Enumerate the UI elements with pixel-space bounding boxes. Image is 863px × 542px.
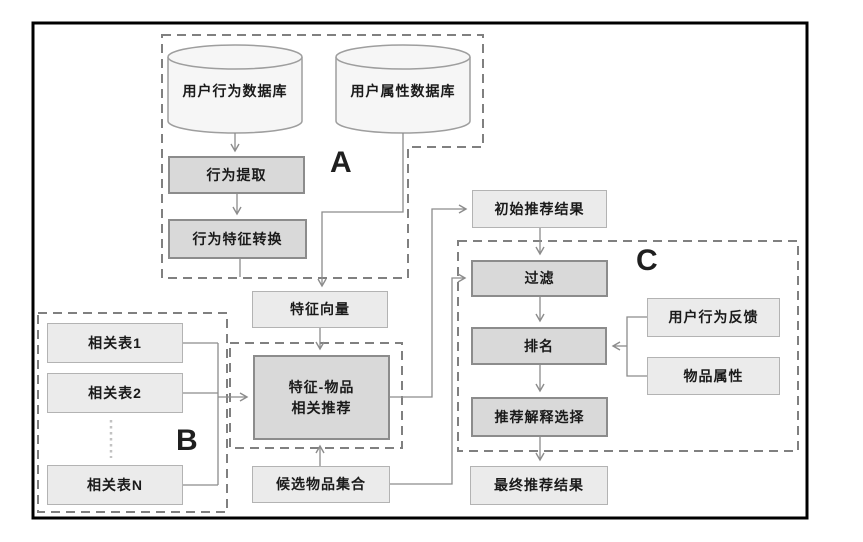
group-c-label: C — [636, 244, 658, 277]
node-behavior-extraction: 行为提取 — [168, 156, 305, 194]
node-ranking: 排名 — [471, 327, 607, 365]
group-a-label: A — [330, 146, 352, 179]
user-attribute-database-icon — [335, 44, 471, 134]
node-user-behavior-db: 用户行为数据库 — [182, 83, 288, 99]
node-filter: 过滤 — [471, 260, 608, 297]
group-b-border — [37, 312, 228, 513]
node-related-table-n: 相关表N — [47, 465, 183, 505]
node-related-table-1: 相关表1 — [47, 323, 183, 363]
node-user-attribute-db: 用户属性数据库 — [350, 83, 456, 99]
node-final-recommend-result: 最终推荐结果 — [470, 466, 608, 505]
node-initial-recommend-result: 初始推荐结果 — [472, 190, 607, 228]
node-user-behavior-feedback: 用户行为反馈 — [647, 298, 780, 337]
node-item-attributes: 物品属性 — [647, 357, 780, 395]
node-candidate-item-set: 候选物品集合 — [252, 466, 390, 503]
node-recommend-explanation-select: 推荐解释选择 — [471, 397, 608, 437]
group-c-border — [457, 240, 799, 452]
connector-lines — [183, 133, 647, 486]
node-behavior-feature-transform: 行为特征转换 — [168, 219, 307, 259]
user-behavior-database-icon — [167, 44, 303, 134]
node-related-table-2: 相关表2 — [47, 373, 183, 413]
group-a-border — [161, 34, 484, 279]
node-feature-item-recommend: 特征-物品 相关推荐 — [253, 355, 390, 440]
node-feature-vector: 特征向量 — [252, 291, 388, 328]
group-b-label: B — [176, 424, 198, 457]
